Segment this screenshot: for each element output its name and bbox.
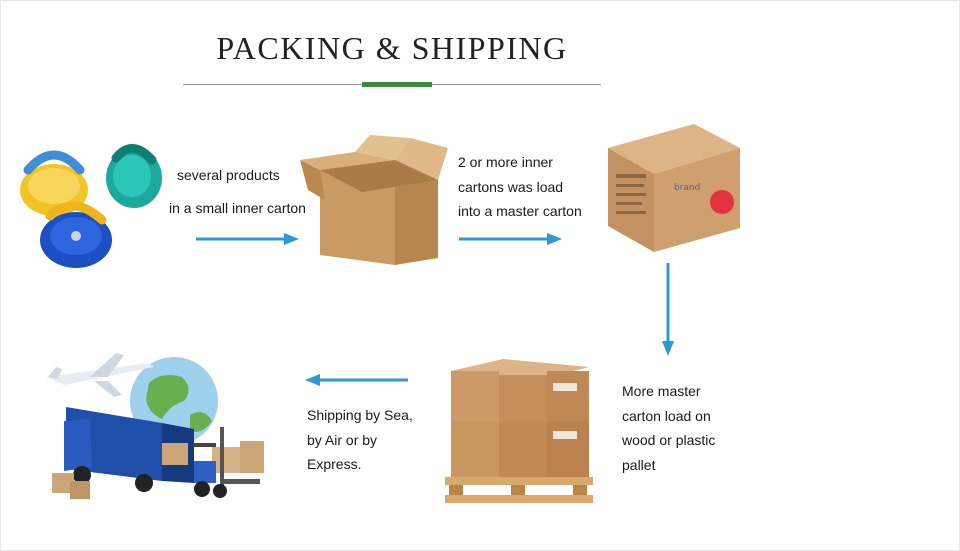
step4-line3: Express.: [307, 452, 413, 477]
page-title: PACKING & SHIPPING: [184, 30, 600, 67]
step4-line2: by Air or by: [307, 428, 413, 453]
step4-line1: Shipping by Sea,: [307, 403, 413, 428]
step1-caption: several products in a small inner carton: [177, 163, 306, 220]
step3-caption: More master carton load on wood or plast…: [622, 379, 715, 477]
suction-cups-illustration: [14, 130, 164, 280]
step3-line2: carton load on: [622, 404, 715, 429]
master-carton-illustration: brand: [604, 118, 744, 254]
step3-line4: pallet: [622, 453, 715, 478]
shipping-illustration: [44, 343, 270, 505]
right-arrow-icon: [459, 232, 563, 246]
step2-line1: 2 or more inner: [458, 150, 582, 175]
open-carton-illustration: [300, 130, 450, 270]
step4-caption: Shipping by Sea, by Air or by Express.: [307, 403, 413, 477]
step2-caption: 2 or more inner cartons was load into a …: [458, 150, 582, 224]
left-arrow-icon: [304, 373, 408, 387]
step2-line2: cartons was load: [458, 175, 582, 200]
pallet-illustration: [443, 357, 595, 509]
title-accent-bar: [362, 82, 432, 87]
step3-line3: wood or plastic: [622, 428, 715, 453]
right-arrow-icon: [196, 232, 300, 246]
step1-line2: in a small inner carton: [169, 196, 306, 221]
step1-line1: several products: [177, 163, 306, 188]
down-arrow-icon: [661, 263, 675, 357]
svg-text:brand: brand: [674, 183, 700, 193]
step2-line3: into a master carton: [458, 199, 582, 224]
step3-line1: More master: [622, 379, 715, 404]
